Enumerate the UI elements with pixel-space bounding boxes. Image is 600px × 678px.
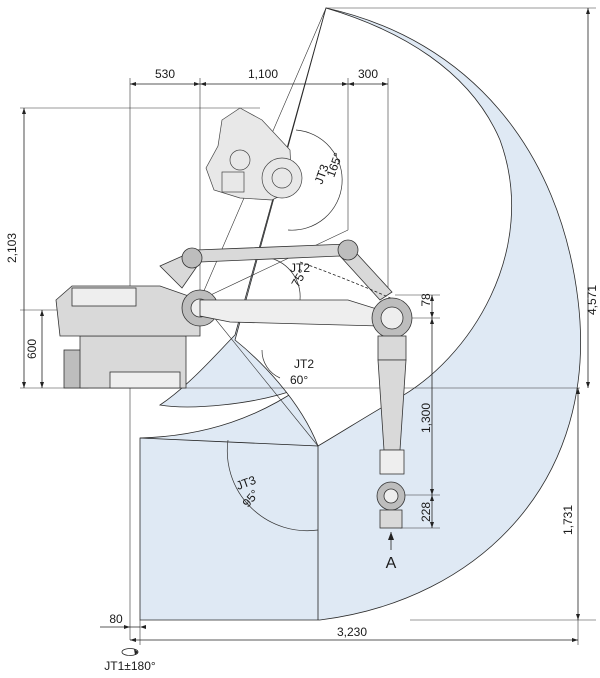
dim-228: 228 [419, 502, 433, 522]
dim-300: 300 [358, 67, 378, 81]
robot-arm [159, 239, 396, 327]
view-a-label: A [386, 555, 397, 572]
jt3-lower-arc [227, 439, 319, 531]
jt2-upper-name: JT2 [290, 261, 310, 275]
jt2-limit-line [199, 229, 349, 301]
dim-600: 600 [25, 339, 39, 359]
dim-1731: 1,731 [561, 505, 575, 535]
dim-1300: 1,300 [419, 403, 433, 433]
jt2-upper-arc [269, 257, 301, 301]
dim-2103: 2,103 [5, 233, 19, 263]
jt3-limit-line-lower [199, 299, 319, 447]
view-a-arrow-head [388, 532, 394, 540]
dim-530: 530 [155, 67, 175, 81]
jt2-lower-angle: 60° [290, 373, 308, 387]
robot-base [55, 285, 219, 389]
jt3-upper-name: JT3 [312, 162, 332, 186]
jt1-label: JT1±180° [104, 659, 156, 673]
dim-78: 78 [419, 293, 433, 307]
robot-upper-pose [205, 107, 303, 201]
jt1-rotation-icon [121, 648, 139, 656]
dim-80: 80 [109, 612, 123, 626]
dim-1100: 1,100 [248, 67, 278, 81]
dim-3230: 3,230 [337, 625, 367, 639]
robot-wrist [371, 297, 413, 529]
jt2-lower-name: JT2 [294, 357, 314, 371]
envelope-inner-cutout [234, 7, 513, 447]
dim-4571: 4,571 [585, 285, 599, 315]
jt3-lower-name: JT3 [234, 473, 258, 493]
jt2-lower-arc [261, 349, 281, 379]
jt3-upper-arc [287, 129, 343, 231]
